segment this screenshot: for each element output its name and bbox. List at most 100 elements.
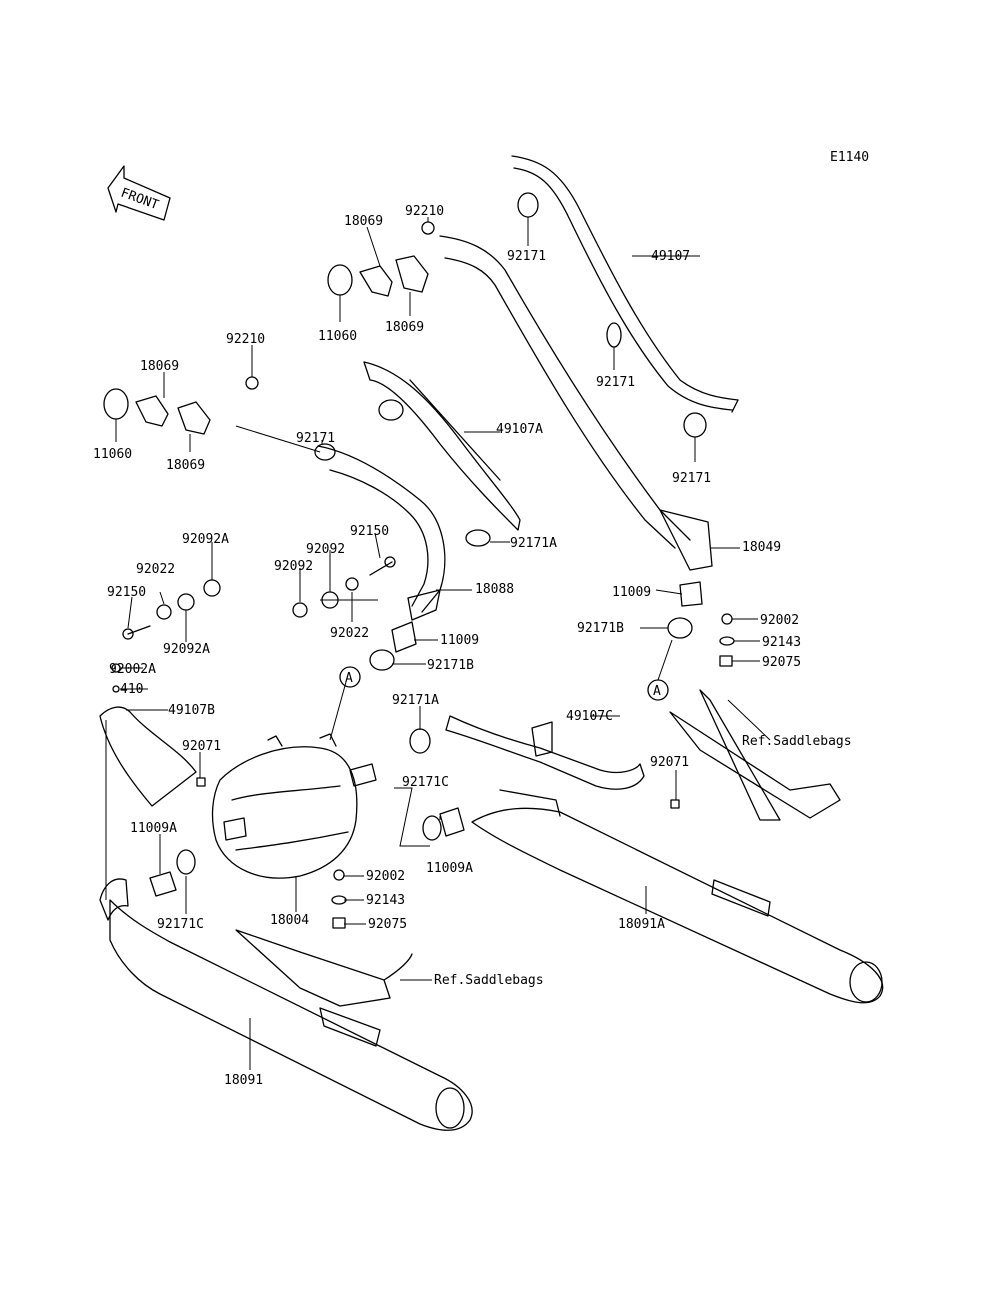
label-92143-lower: 92143 (366, 893, 405, 908)
holder-18069-lower (135, 395, 211, 435)
label-18091A: 18091A (618, 917, 665, 932)
label-92022-right: 92022 (330, 626, 369, 641)
label-11009A-left: 11009A (130, 821, 177, 836)
label-ref-saddlebags-left: Ref.Saddlebags (434, 973, 544, 988)
label-18069-mid: 18069 (385, 320, 424, 335)
clamp-92171C-right (422, 815, 442, 841)
label-92150-top: 92150 (350, 524, 389, 539)
damper-92071-left (196, 777, 206, 787)
label-92171-mid: 92171 (596, 375, 635, 390)
grommet-92092-left (292, 602, 308, 618)
grommet-92092A-left (177, 579, 221, 611)
bolt-92150-left (122, 625, 151, 640)
label-92171B-left: 92171B (427, 658, 474, 673)
label-92092-left: 92092 (274, 559, 313, 574)
sleeve-11009A-left (149, 871, 177, 897)
gasket-11060-upper (327, 264, 353, 296)
label-92210-left: 92210 (226, 332, 265, 347)
clamp-92171A-lower (409, 728, 431, 754)
clamp-92171B-left (369, 649, 395, 671)
label-49107A: 49107A (496, 422, 543, 437)
label-18069-left: 18069 (140, 359, 179, 374)
nut-92075-lower (332, 917, 346, 929)
label-92002A: 92002A (109, 662, 156, 677)
nut-92075-right (719, 655, 733, 667)
reference-marker-a-right: A (647, 679, 669, 701)
muffler-18091A (471, 789, 884, 1004)
exhaust-pipe-49107 (511, 155, 739, 413)
label-92075-lower: 92075 (368, 917, 407, 932)
marker-a-left-label: A (345, 671, 353, 686)
label-92002-right: 92002 (760, 613, 799, 628)
bolt-92002-right (721, 613, 733, 625)
label-92171A-top: 92171A (510, 536, 557, 551)
label-18049: 18049 (742, 540, 781, 555)
label-92071-left: 92071 (182, 739, 221, 754)
nut-92210-upper (421, 221, 435, 235)
front-label: FRONT (119, 186, 161, 214)
label-92171C-right: 92171C (402, 775, 449, 790)
clamp-92171-b (606, 322, 622, 348)
label-18088: 18088 (475, 582, 514, 597)
label-92171C-left: 92171C (157, 917, 204, 932)
label-92171-top: 92171 (507, 249, 546, 264)
bolt-92150-right (369, 556, 396, 576)
label-92092A-top: 92092A (182, 532, 229, 547)
label-11060-left: 11060 (93, 447, 132, 462)
nut-92210-lower (245, 376, 259, 390)
label-92071-right: 92071 (650, 755, 689, 770)
holder-18069-upper (359, 255, 429, 297)
label-18091: 18091 (224, 1073, 263, 1088)
label-11009-right: 11009 (612, 585, 651, 600)
label-ref-saddlebags-right: Ref.Saddlebags (742, 734, 852, 749)
clamp-92171-d (378, 399, 404, 421)
label-11009A-right: 11009A (426, 861, 473, 876)
collar-92022-left (156, 604, 172, 620)
part-labels: 18069 92210 11060 18069 92171 49107 9217… (93, 204, 852, 1088)
label-18069-lower: 18069 (166, 458, 205, 473)
label-92143-right: 92143 (762, 635, 801, 650)
label-49107B: 49107B (168, 703, 215, 718)
diagram-code: E1140 (830, 150, 869, 165)
label-92171-right: 92171 (672, 471, 711, 486)
washer-92143-right (719, 636, 735, 646)
sleeve-11009-left (391, 621, 417, 653)
label-92171A-lower: 92171A (392, 693, 439, 708)
collar-92022-right (345, 577, 359, 591)
label-92092A-lower: 92092A (163, 642, 210, 657)
label-92150-left: 92150 (107, 585, 146, 600)
label-410: 410 (120, 682, 143, 697)
sleeve-11009A-right (439, 807, 465, 837)
sleeve-11009-right (679, 581, 703, 607)
muffler-chamber-18004 (211, 733, 377, 879)
label-92002-lower: 92002 (366, 869, 405, 884)
label-92092-top: 92092 (306, 542, 345, 557)
label-18069-top: 18069 (344, 214, 383, 229)
heat-shield-49107A (363, 361, 521, 531)
clamp-92171C-left (176, 849, 196, 875)
marker-a-right-label: A (653, 684, 661, 699)
label-92210-top: 92210 (405, 204, 444, 219)
exhaust-pipe-18049 (439, 235, 713, 571)
clamp-92171-a (517, 192, 539, 218)
clamp-92171B-right (667, 617, 693, 639)
label-18004: 18004 (270, 913, 309, 928)
label-49107C: 49107C (566, 709, 613, 724)
heat-shield-49107B (99, 706, 197, 807)
gasket-11060-lower (103, 388, 129, 420)
label-92171B-right: 92171B (577, 621, 624, 636)
leader-lines (105, 217, 771, 1070)
bracket-right (669, 689, 841, 917)
label-11009-left: 11009 (440, 633, 479, 648)
part-410 (112, 685, 120, 693)
label-49107: 49107 (651, 249, 690, 264)
label-92171-left: 92171 (296, 431, 335, 446)
front-pipe-18088 (314, 443, 446, 621)
label-92022-left: 92022 (136, 562, 175, 577)
reference-marker-a-left: A (339, 666, 361, 688)
bracket-left (235, 929, 413, 1047)
label-11060-top: 11060 (318, 329, 357, 344)
clamp-92171A-upper (465, 529, 491, 547)
